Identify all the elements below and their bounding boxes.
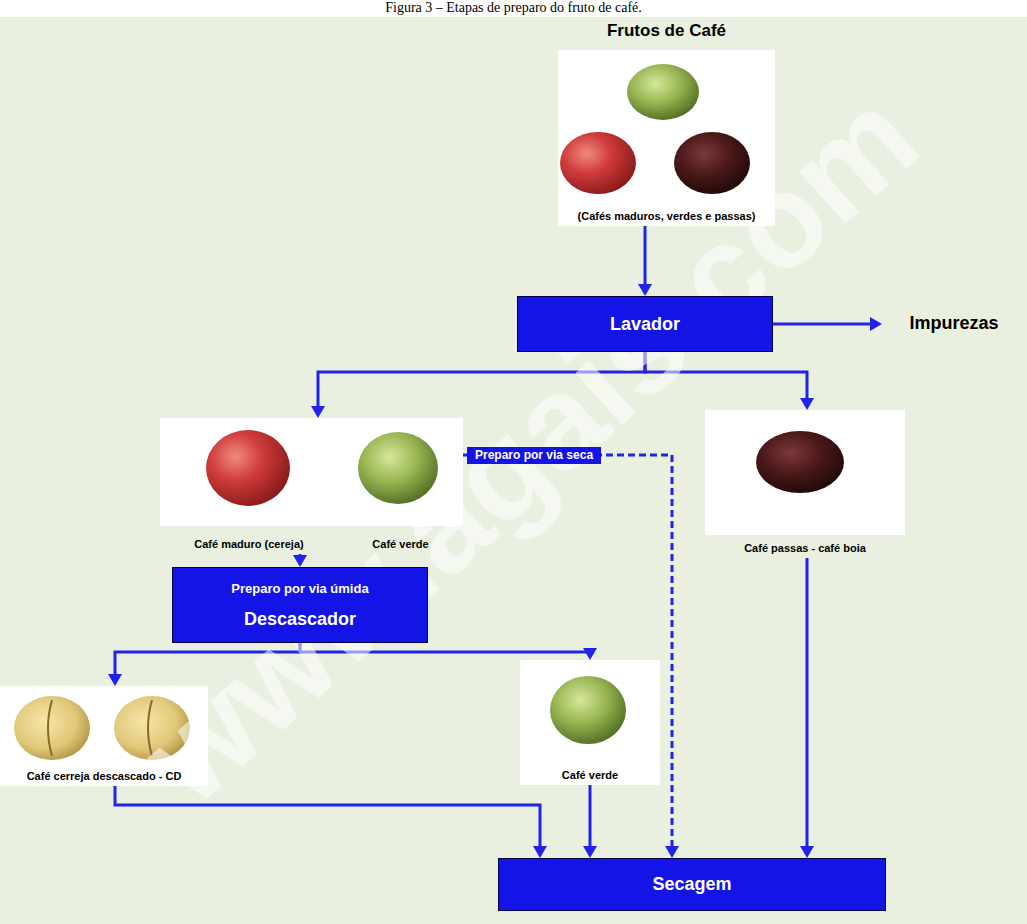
flow-line	[589, 785, 592, 848]
arrow-head	[665, 846, 679, 858]
output-label-box: Impurezas	[888, 308, 1020, 338]
node-text: Café verde	[562, 769, 618, 782]
flow-arrow	[800, 558, 814, 858]
image-box: Frutos de Café (Cafés maduros, verdes e p…	[558, 18, 775, 226]
node-text: Café passas - café boia	[744, 542, 866, 555]
node-text: (Cafés maduros, verdes e passas)	[578, 210, 756, 223]
flow-line	[773, 323, 872, 326]
node-text: Secagem	[652, 874, 731, 895]
image-box: Café verde	[520, 660, 660, 785]
process-box: Lavador	[517, 296, 773, 352]
flow-arrow	[115, 786, 547, 858]
image-box: Café verde	[338, 418, 463, 554]
flow-line	[115, 786, 540, 848]
arrow-head	[583, 648, 597, 660]
node-text: Descascador	[244, 609, 356, 630]
flow-arrow	[583, 785, 597, 858]
arrow-head	[800, 398, 814, 410]
arrow-head	[870, 317, 882, 331]
node-text: Frutos de Café	[607, 20, 726, 42]
arrow-head	[533, 846, 547, 858]
arrow-head	[311, 406, 325, 418]
process-box: Secagem	[498, 858, 886, 911]
image-box: Café passas - café boia	[705, 410, 905, 558]
flow-line	[806, 558, 809, 848]
arrow-head	[800, 846, 814, 858]
image-box: Café maduro (cereja)	[160, 418, 338, 554]
arrow-head	[583, 846, 597, 858]
flow-arrow	[773, 317, 882, 331]
edge-label: Preparo por via seca	[467, 447, 601, 464]
node-text: Preparo por via úmida	[231, 581, 368, 596]
node-text: Impurezas	[909, 313, 998, 334]
node-text: Café maduro (cereja)	[194, 538, 303, 551]
image-box: Café cerreja descascado - CD	[0, 686, 208, 786]
node-text: Lavador	[610, 314, 680, 335]
node-text: Café verde	[372, 538, 428, 551]
node-text: Café cerreja descascado - CD	[27, 770, 182, 783]
figure-title: Figura 3 – Etapas de preparo do fruto de…	[0, 0, 1027, 16]
arrow-head	[108, 674, 122, 686]
process-box: Preparo por via úmidaDescascador	[172, 567, 428, 643]
